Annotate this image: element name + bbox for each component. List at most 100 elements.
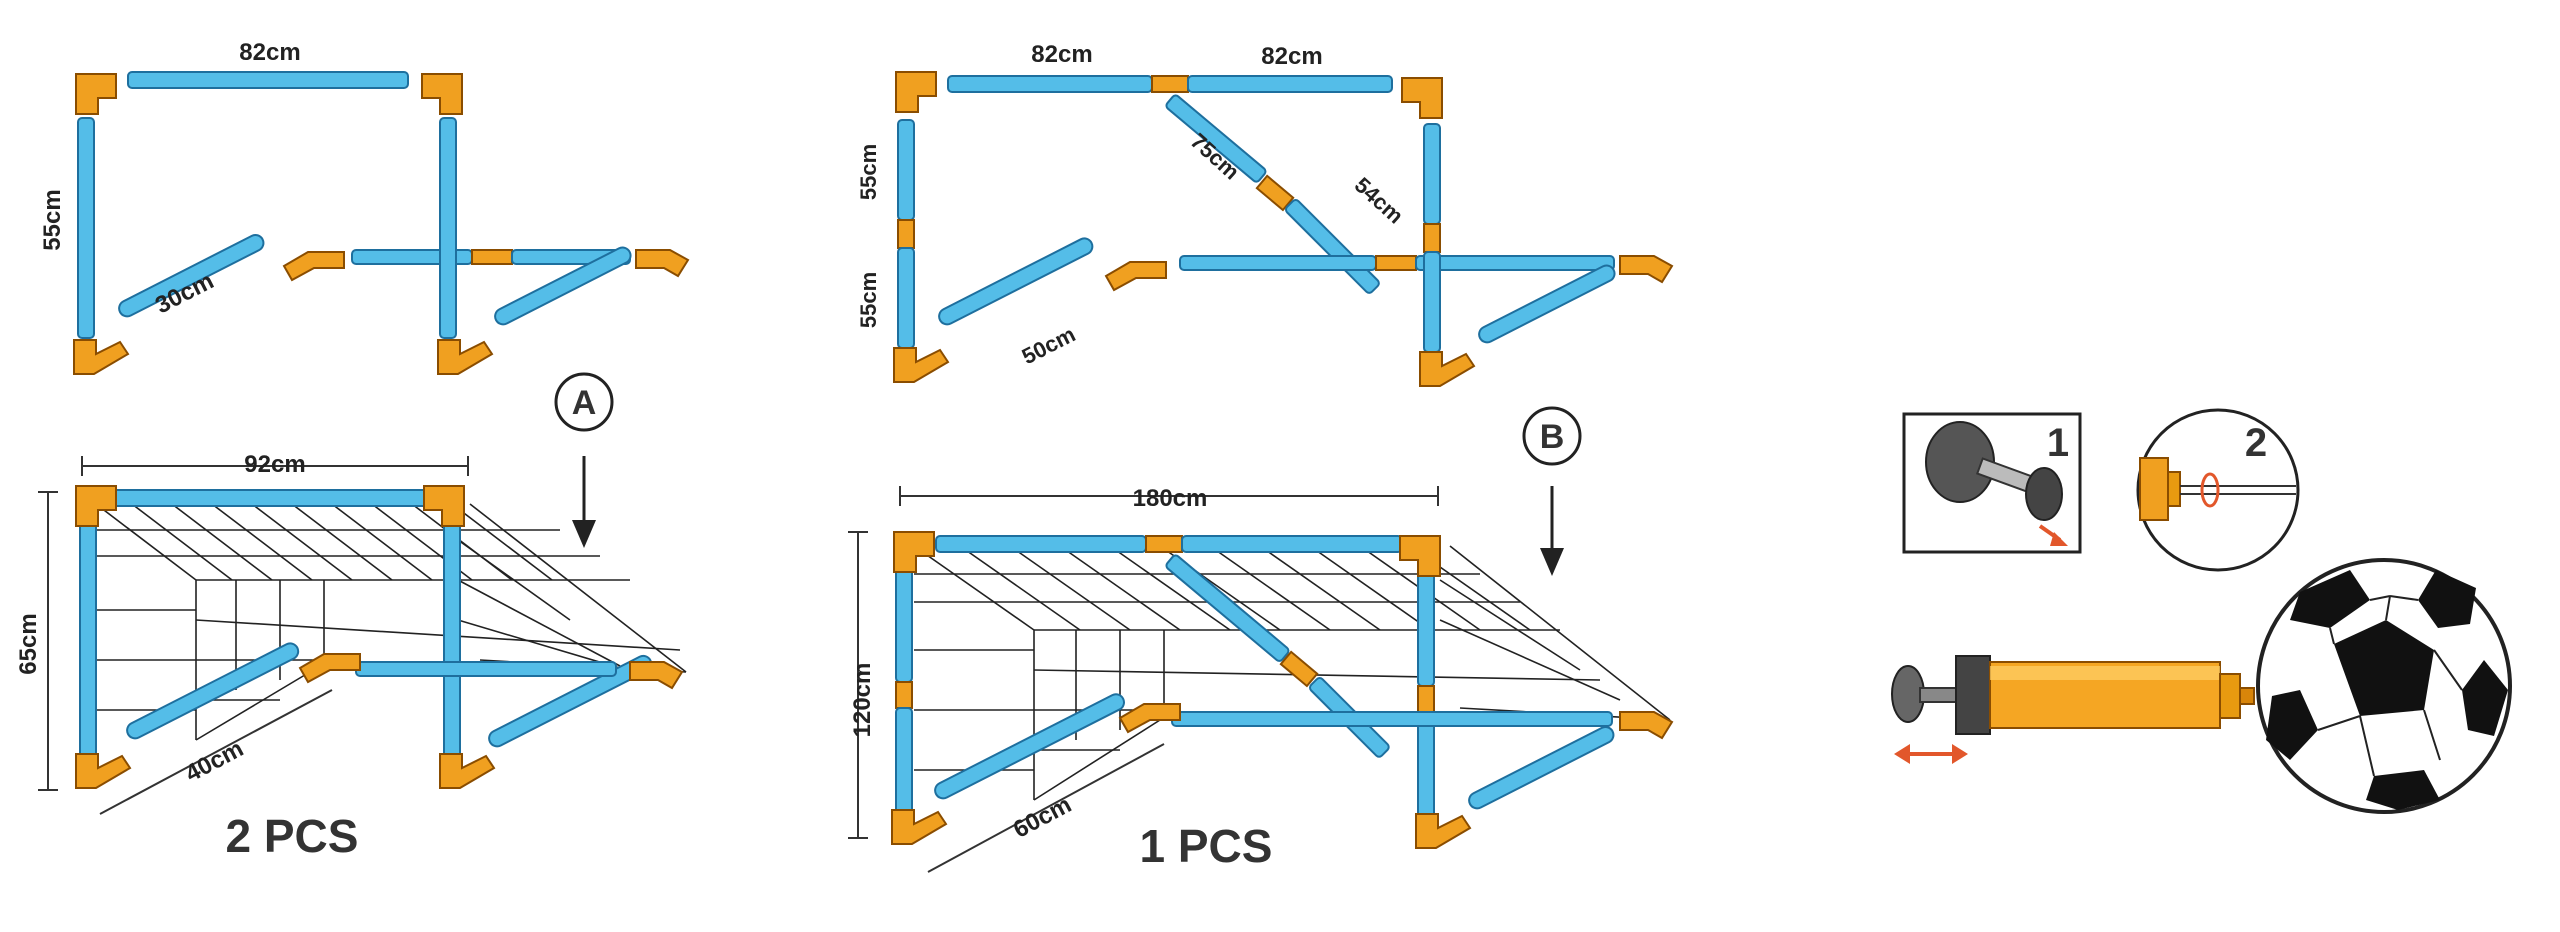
joint-bottom bbox=[73, 339, 130, 375]
joint-bottom bbox=[439, 753, 496, 789]
joint-end bbox=[629, 661, 684, 690]
set-b-goal: 180cm 120cm 60cm bbox=[848, 485, 1674, 873]
goal-crossbar-right bbox=[1181, 535, 1403, 553]
joint-connector bbox=[1279, 650, 1319, 688]
joint-connector bbox=[895, 681, 913, 709]
label-height-a: 65cm bbox=[15, 613, 42, 674]
joint-small bbox=[1104, 261, 1167, 292]
label-base-b: 50cm bbox=[1018, 321, 1079, 369]
soccer-ball-icon bbox=[2256, 558, 2512, 814]
joint-bottom bbox=[75, 753, 132, 789]
joint-end bbox=[1619, 711, 1674, 740]
joint-end bbox=[635, 249, 690, 278]
count-a: 2 PCS bbox=[226, 810, 359, 862]
label-height-b: 120cm bbox=[849, 663, 876, 738]
label-top-a: 82cm bbox=[239, 39, 300, 66]
label-side-b-upper: 55cm bbox=[856, 144, 881, 200]
joint-corner bbox=[1401, 77, 1443, 119]
goal-post-right-upper bbox=[1417, 565, 1435, 687]
joint-t bbox=[1151, 75, 1189, 93]
pump-icon bbox=[1891, 655, 2255, 735]
pipe-side-b-right-upper bbox=[1423, 123, 1441, 225]
label-diag-short: 54cm bbox=[1350, 172, 1409, 228]
goal-base-left bbox=[934, 693, 1125, 800]
joint-small bbox=[1118, 703, 1181, 734]
set-b-parts: 82cm 82cm 55cm 55cm 75cm 54cm 50cm bbox=[856, 41, 1674, 387]
joint-connector bbox=[1423, 223, 1441, 253]
marker-b-letter: B bbox=[1540, 418, 1565, 456]
pipe-side-a2 bbox=[439, 117, 457, 339]
joint-t bbox=[1145, 535, 1183, 553]
pump-step-2: 2 bbox=[2136, 408, 2300, 572]
goal-base-left bbox=[126, 642, 300, 740]
joint-connector bbox=[1255, 174, 1295, 212]
joint-corner bbox=[75, 73, 117, 115]
goal-back-bar bbox=[1171, 711, 1613, 727]
label-side-b-lower: 55cm bbox=[856, 272, 881, 328]
label-top-b-left: 82cm bbox=[1031, 41, 1092, 68]
set-a-goal: 92cm 65cm 40cm bbox=[15, 451, 687, 862]
rotate-icon bbox=[2200, 472, 2220, 508]
joint-connector bbox=[1417, 685, 1435, 713]
pipe-base-a bbox=[118, 233, 265, 318]
joint-corner bbox=[421, 73, 463, 115]
pipe-side-b-upper bbox=[897, 119, 915, 221]
joint-t bbox=[1375, 255, 1417, 271]
joint-connector bbox=[897, 219, 915, 249]
pipe-base-b2 bbox=[1478, 264, 1616, 344]
pipe-mid-b bbox=[1179, 255, 1377, 271]
pipe-mid-b2 bbox=[1415, 255, 1615, 271]
goal-base-right bbox=[488, 654, 653, 748]
marker-b: B bbox=[1522, 406, 1582, 576]
joint-corner bbox=[423, 485, 465, 527]
pipe-side-a bbox=[77, 117, 95, 339]
joint-t bbox=[471, 249, 513, 265]
double-arrow-icon bbox=[1894, 744, 1968, 764]
pipe-top-b-left bbox=[947, 75, 1153, 93]
goal-diag-brace bbox=[1165, 554, 1290, 662]
dim-depth-b bbox=[927, 743, 1165, 873]
dim-depth-a bbox=[99, 689, 333, 815]
arrow-down-icon bbox=[572, 456, 596, 548]
marker-circle bbox=[1522, 406, 1582, 466]
label-depth-a: 40cm bbox=[181, 735, 248, 788]
goal-post-left-upper bbox=[895, 561, 913, 683]
goal-base-right bbox=[1468, 725, 1615, 810]
step1-number: 1 bbox=[2047, 421, 2069, 465]
joint-small bbox=[298, 653, 361, 684]
joint-corner bbox=[75, 485, 117, 527]
marker-circle bbox=[554, 372, 614, 432]
pipe-base-a2 bbox=[494, 246, 632, 326]
count-b: 1 PCS bbox=[1140, 820, 1273, 872]
label-side-a: 55cm bbox=[39, 189, 66, 250]
pipe-base-b bbox=[938, 237, 1094, 326]
joint-corner bbox=[893, 531, 935, 573]
step2-number: 2 bbox=[2245, 421, 2267, 465]
joint-bottom bbox=[1419, 351, 1476, 387]
pipe-top-a bbox=[127, 71, 409, 89]
label-width-b: 180cm bbox=[1133, 485, 1208, 512]
label-depth-b: 60cm bbox=[1009, 791, 1076, 844]
joint-bottom bbox=[437, 339, 494, 375]
goal-post-right bbox=[443, 515, 461, 773]
label-width-a: 92cm bbox=[244, 451, 305, 478]
joint-bottom bbox=[893, 347, 950, 383]
pipe-top-b-right bbox=[1187, 75, 1393, 93]
goal-back-bar bbox=[355, 661, 617, 677]
goal-post-left bbox=[79, 515, 97, 773]
joint-end bbox=[1619, 255, 1674, 284]
needle-icon bbox=[1925, 421, 2068, 546]
marker-a-letter: A bbox=[572, 384, 597, 422]
set-a-parts: 82cm 55cm 30cm bbox=[39, 39, 690, 375]
arrow-down-icon bbox=[1540, 486, 1564, 576]
joint-small bbox=[282, 251, 345, 282]
pipe-side-b-right-lower bbox=[1423, 251, 1441, 353]
joint-corner bbox=[895, 71, 937, 113]
joint-bottom bbox=[891, 809, 948, 845]
pipe-side-b-lower bbox=[897, 247, 915, 349]
pipe-diag-short bbox=[1285, 198, 1380, 294]
marker-a: A bbox=[554, 372, 614, 548]
joint-corner bbox=[1399, 535, 1441, 577]
goal-crossbar-left bbox=[935, 535, 1147, 553]
